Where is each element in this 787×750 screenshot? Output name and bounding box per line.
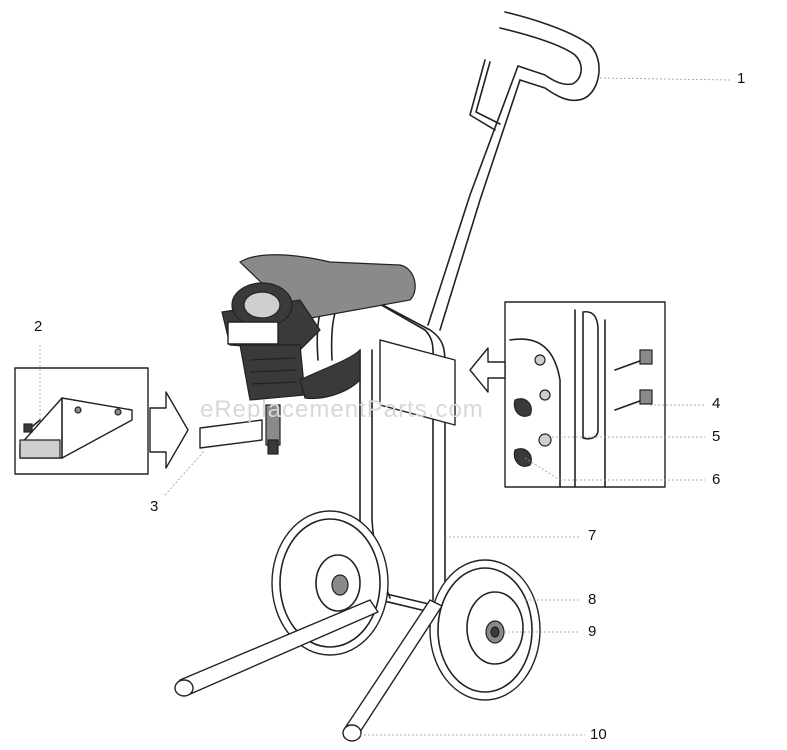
- cart-handle: [427, 11, 600, 331]
- callout-3: 3: [150, 498, 159, 515]
- back-panel: [379, 339, 456, 426]
- callout-9: 9: [588, 623, 597, 640]
- wheel-front: [429, 559, 541, 701]
- callout-1: 1: [737, 70, 746, 87]
- callout-7: 7: [588, 527, 597, 544]
- callout-10: 10: [590, 726, 607, 743]
- leader-6: [524, 457, 561, 481]
- mount-bracket: [199, 419, 263, 449]
- watermark: eReplacementParts.com: [200, 396, 484, 423]
- cart-legs: [174, 599, 443, 742]
- callout-2: 2: [34, 318, 43, 335]
- callout-8: 8: [588, 591, 597, 608]
- inset-left: [14, 367, 189, 475]
- callout-6: 6: [712, 471, 721, 488]
- callout-4: 4: [712, 395, 721, 412]
- inset-right: [469, 301, 666, 488]
- leader-1: [599, 77, 731, 81]
- callout-5: 5: [712, 428, 721, 445]
- pump-unit: [221, 254, 416, 455]
